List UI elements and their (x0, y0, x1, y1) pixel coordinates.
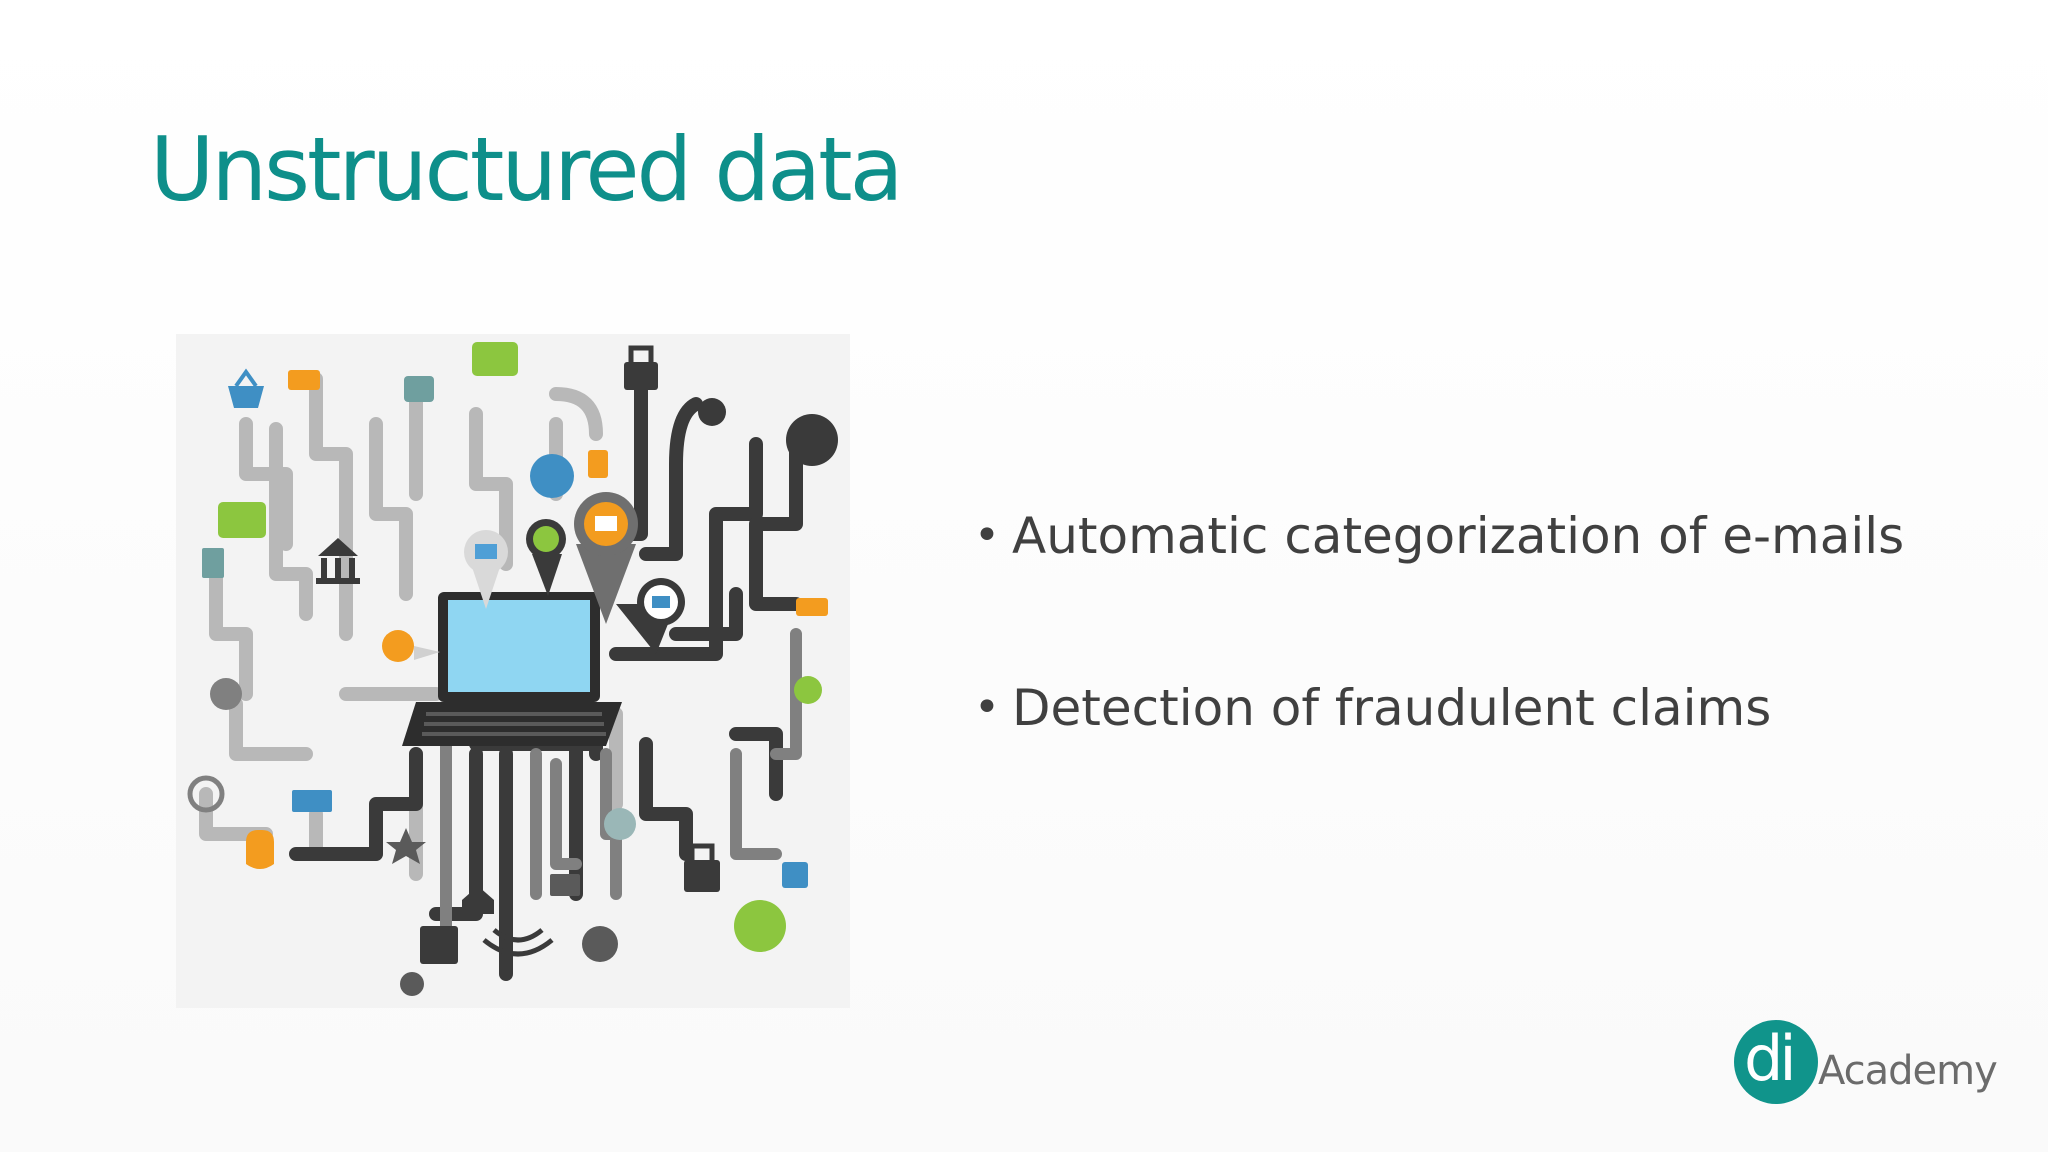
safe-icon (420, 926, 458, 964)
logo-circle (1734, 1020, 1818, 1104)
padlock-dollar-icon (624, 345, 658, 390)
wireless-icon (482, 928, 554, 957)
euro-icon (582, 926, 618, 962)
logo-wordmark: Academy (1818, 1048, 1998, 1094)
money-bag-icon (246, 830, 274, 869)
bullet-item-fraud-detection: • Detection of fraudulent claims (970, 672, 1904, 744)
envelope-pin-icon (464, 530, 508, 609)
logo-mark: di (1744, 1022, 1797, 1095)
bullet-marker: • (974, 510, 1000, 561)
wifi-icon (782, 862, 808, 888)
bullet-marker: • (974, 682, 1000, 733)
globe-pin-icon (382, 630, 440, 662)
envelope-orange-pin-icon (574, 492, 638, 624)
wallet-icon (472, 342, 518, 376)
globe-icon (604, 808, 636, 840)
house-icon (462, 886, 494, 914)
head-dollar-icon (734, 900, 786, 952)
bank-icon (316, 538, 360, 584)
monitor-icon (550, 874, 580, 896)
briefcase-icon (218, 502, 266, 538)
slide-title: Unstructured data (150, 118, 904, 221)
star-icon (386, 828, 426, 864)
bullet-text: Automatic categorization of e-mails (1012, 507, 1905, 565)
shopping-bag-icon (404, 376, 434, 402)
bullet-item-email-categorization: • Automatic categorization of e-mails (970, 500, 1904, 572)
coin-dollar-icon (698, 398, 726, 426)
credit-card-icon (288, 370, 320, 390)
clock-icon (794, 676, 822, 704)
yen-icon (210, 678, 242, 710)
light-pipes (199, 372, 623, 881)
big-dollar-icon (786, 414, 838, 466)
di-academy-logo: di Academy (1734, 1018, 1998, 1108)
photo-pin-icon (616, 578, 685, 654)
unstructured-data-illustration (176, 334, 850, 1008)
bullet-list: • Automatic categorization of e-mails • … (970, 500, 1904, 844)
pound-icon (530, 454, 574, 498)
bullet-text: Detection of fraudulent claims (1012, 679, 1772, 737)
padlock-icon (684, 843, 720, 892)
basket-icon (228, 368, 264, 408)
small-euro-icon (400, 972, 424, 996)
laptop-icon (402, 592, 622, 746)
banknote-icon (292, 790, 332, 812)
calculator-icon (202, 548, 224, 578)
businessman-icon (588, 450, 608, 478)
dollar-pin-icon (526, 519, 566, 596)
coins-icon (796, 598, 828, 616)
at-sign-icon (187, 775, 225, 813)
